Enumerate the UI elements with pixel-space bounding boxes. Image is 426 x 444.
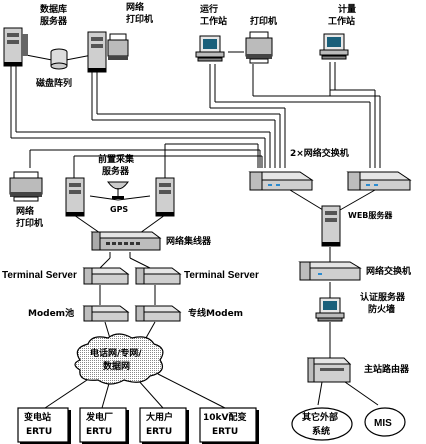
modem-pool-label: Modem池 (28, 307, 74, 319)
ts-left-label: Terminal Server (2, 270, 77, 281)
ertu-3-line-2: ERTU (146, 427, 172, 437)
ertu-4-line-1: 10kV配变 (203, 411, 246, 423)
private-modem-icon (134, 305, 182, 322)
ertu-substation-box (17, 407, 71, 444)
terminal-server-right-icon (134, 267, 182, 285)
ertu-1-line-1: 变电站 (24, 411, 51, 423)
switch-top-left-icon (248, 171, 314, 191)
switch-top-label: 2×网络交换机 (290, 147, 349, 159)
metering-label-1: 计量 (338, 3, 356, 15)
ertu-10kv-box (199, 407, 259, 444)
disk-array-icon (50, 48, 68, 70)
ertu-4-line-2: ERTU (212, 427, 238, 437)
web-server-label: WEB服务器 (348, 210, 393, 220)
gps-icon (107, 181, 129, 199)
ops-workstation-icon (195, 35, 225, 62)
frontend-server-2-icon (155, 177, 175, 217)
terminal-server-left-icon (82, 267, 130, 285)
switch-right-icon (298, 261, 362, 281)
cloud-label-1: 电话网/专网/ (90, 347, 142, 359)
main-router-icon (306, 357, 352, 383)
db-server-icon (3, 27, 28, 67)
bus-lines (10, 51, 381, 409)
web-server-icon (321, 205, 341, 247)
db-server-label-2: 服务器 (40, 15, 68, 27)
network-printer-left-icon (9, 171, 43, 202)
mis-ellipse (364, 407, 406, 437)
printer-label: 打印机 (250, 15, 277, 27)
other-systems-line-1: 其它外部 (302, 411, 338, 423)
auth-server-icon (315, 297, 345, 322)
ts-right-label: Terminal Server (184, 270, 259, 281)
net-printer-top-label-2: 打印机 (126, 13, 153, 25)
network-printer-top-icon (87, 31, 129, 73)
auth-label-1: 认证服务器 (360, 291, 406, 303)
other-systems-line-2: 系统 (312, 425, 330, 437)
auth-label-2: 防火墙 (368, 303, 395, 315)
modem-pool-icon (82, 305, 130, 322)
hub-label: 网络集线器 (166, 235, 212, 247)
ertu-1-line-2: ERTU (26, 427, 52, 437)
metering-label-2: 工作站 (328, 15, 355, 27)
main-router-label: 主站路由器 (364, 363, 410, 375)
net-printer-left-label-2: 打印机 (16, 217, 43, 229)
ertu-large-user-box (139, 407, 189, 444)
ertu-powerplant-box (79, 407, 129, 444)
ertu-3-line-1: 大用户 (146, 411, 173, 423)
frontend-label-1: 前置采集 (98, 153, 135, 165)
db-server-label-1: 数据库 (40, 3, 67, 15)
mis-label: MIS (374, 418, 392, 429)
other-systems-ellipse (291, 407, 353, 441)
frontend-server-1-icon (65, 177, 85, 217)
ops-station-label-1: 运行 (200, 3, 218, 15)
ops-station-label-2: 工作站 (200, 15, 227, 27)
private-modem-label: 专线Modem (188, 307, 243, 319)
network-cloud-icon (74, 333, 164, 385)
switch-top-right-icon (346, 171, 412, 191)
frontend-label-2: 服务器 (102, 165, 130, 177)
hub-icon (90, 231, 162, 251)
switch-right-label: 网络交换机 (366, 265, 411, 277)
gps-label: GPS (110, 205, 128, 214)
printer-icon (245, 31, 273, 64)
ertu-2-line-2: ERTU (86, 427, 112, 437)
net-printer-top-label-1: 网络 (126, 1, 144, 13)
cloud-label-2: 数据网 (103, 360, 130, 372)
net-printer-left-label-1: 网络 (16, 205, 34, 217)
disk-array-label: 磁盘阵列 (36, 77, 72, 89)
metering-workstation-icon (319, 33, 349, 60)
ertu-2-line-1: 发电厂 (85, 411, 113, 423)
